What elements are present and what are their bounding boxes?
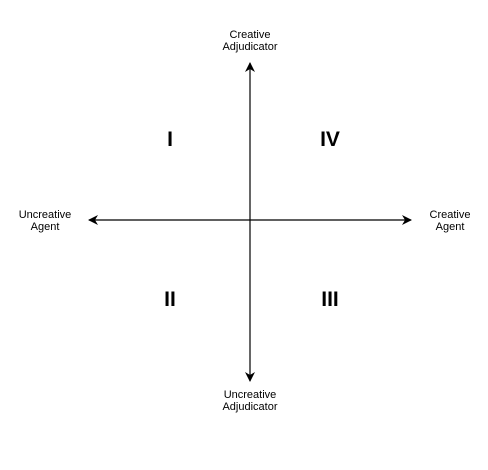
axis-label-right: Creative Agent — [418, 209, 482, 233]
axis-label-bottom: Uncreative Adjudicator — [200, 389, 300, 413]
axis-label-bottom-line1: Uncreative — [223, 389, 277, 401]
axis-label-left: Uncreative Agent — [10, 209, 80, 233]
axis-label-left-line2: Agent — [30, 221, 60, 233]
axis-label-top: Creative Adjudicator — [200, 29, 300, 53]
axis-label-left-line1: Uncreative — [18, 209, 72, 221]
axis-label-top-line1: Creative — [229, 29, 271, 41]
quadrant-label-bottom-left: II — [164, 288, 176, 311]
axis-label-bottom-line2: Adjudicator — [222, 401, 278, 413]
quadrant-label-bottom-right: III — [321, 288, 339, 311]
axis-label-right-line1: Creative — [429, 209, 471, 221]
axis-label-top-line2: Adjudicator — [222, 41, 278, 53]
axis-label-right-line2: Agent — [435, 221, 465, 233]
quadrant-label-top-left: I — [167, 128, 173, 151]
quadrant-label-top-right: IV — [320, 128, 340, 151]
